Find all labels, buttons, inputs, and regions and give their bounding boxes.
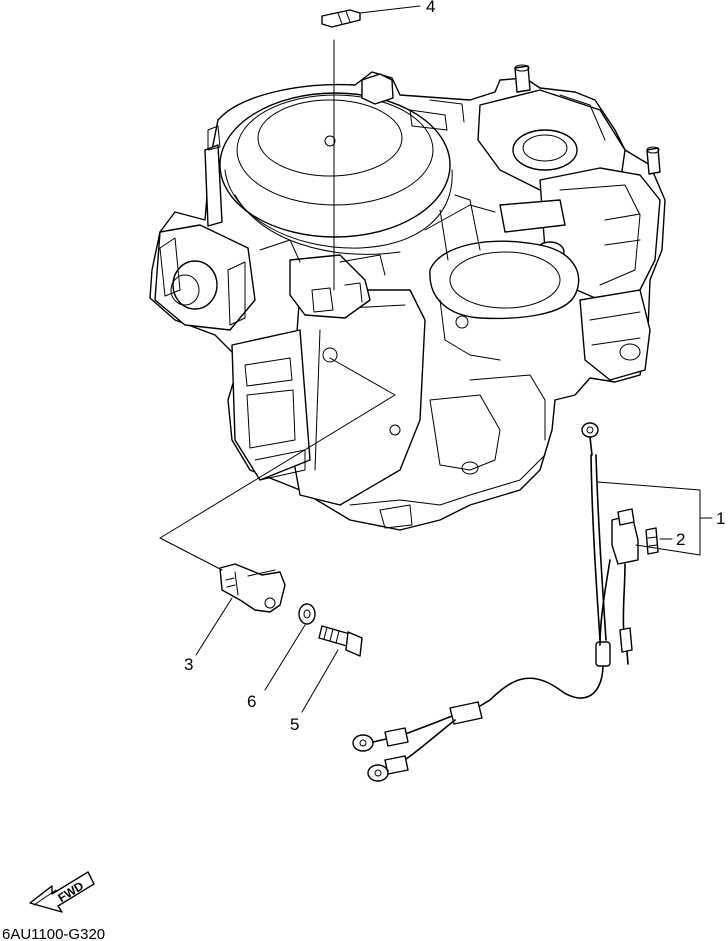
fwd-arrow-icon: FWD	[29, 871, 95, 913]
part-1-wire-harness	[352, 422, 639, 782]
part-6-washer	[298, 603, 316, 625]
part-5-bolt	[318, 625, 363, 657]
callout-1: 1	[716, 509, 725, 528]
part-4-clip	[321, 9, 361, 28]
leader-lines	[159, 5, 713, 713]
part-2-connector	[645, 527, 659, 555]
engine-assembly	[149, 64, 666, 531]
drawing-code: 6AU1100-G320	[2, 926, 105, 941]
callout-4: 4	[426, 0, 435, 16]
callout-3: 3	[184, 655, 193, 674]
callout-6: 6	[247, 692, 256, 711]
part-3-bracket	[219, 563, 286, 613]
callout-2: 2	[676, 530, 685, 549]
callout-5: 5	[290, 715, 299, 734]
